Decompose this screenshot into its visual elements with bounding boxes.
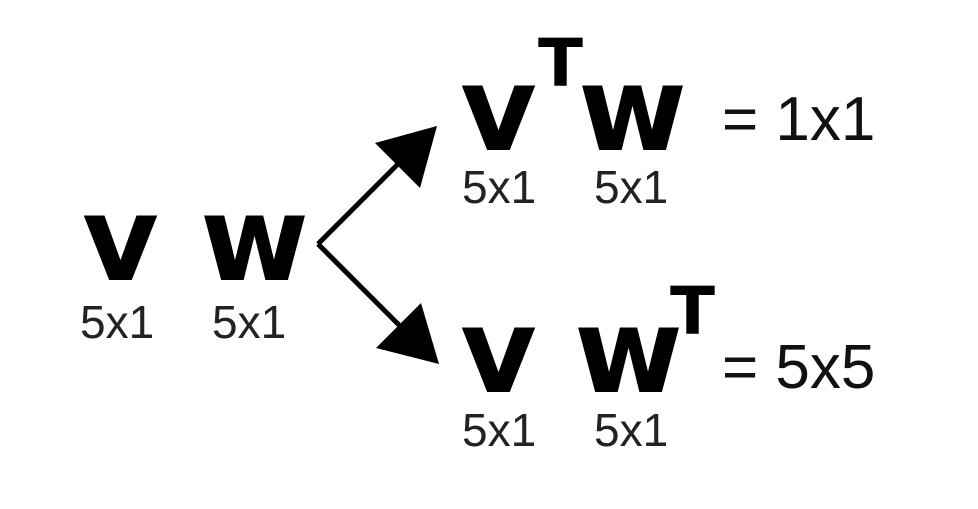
- left-v-symbol: v: [82, 170, 159, 308]
- top-result: = 1x1: [722, 85, 875, 154]
- left-w-symbol: w: [200, 170, 309, 308]
- left-pair: v w 5x1 5x1: [80, 170, 309, 348]
- bottom-result: = 5x5: [722, 333, 875, 402]
- top-v-symbol: v: [460, 40, 537, 178]
- branch-arrows: [316, 126, 439, 364]
- arrow-down-head: [376, 303, 439, 364]
- arrow-to-outer-product: [316, 242, 406, 332]
- outer-product-row: v w T = 5x5 5x1 5x1: [460, 273, 875, 456]
- top-v-dimension: 5x1: [462, 161, 536, 213]
- bottom-w-dimension: 5x1: [594, 404, 668, 456]
- inner-product-row: v T w = 1x1 5x1 5x1: [460, 25, 875, 213]
- bottom-v-symbol: v: [460, 282, 537, 420]
- bottom-w-transpose: T: [670, 273, 715, 350]
- bottom-w-symbol: w: [574, 282, 683, 420]
- top-v-transpose: T: [538, 25, 583, 102]
- arrow-up-head: [375, 126, 437, 188]
- left-w-dimension: 5x1: [212, 296, 286, 348]
- arrow-to-inner-product: [316, 158, 404, 246]
- top-w-symbol: w: [578, 40, 687, 178]
- bottom-v-dimension: 5x1: [462, 404, 536, 456]
- left-v-dimension: 5x1: [80, 296, 154, 348]
- top-w-dimension: 5x1: [594, 161, 668, 213]
